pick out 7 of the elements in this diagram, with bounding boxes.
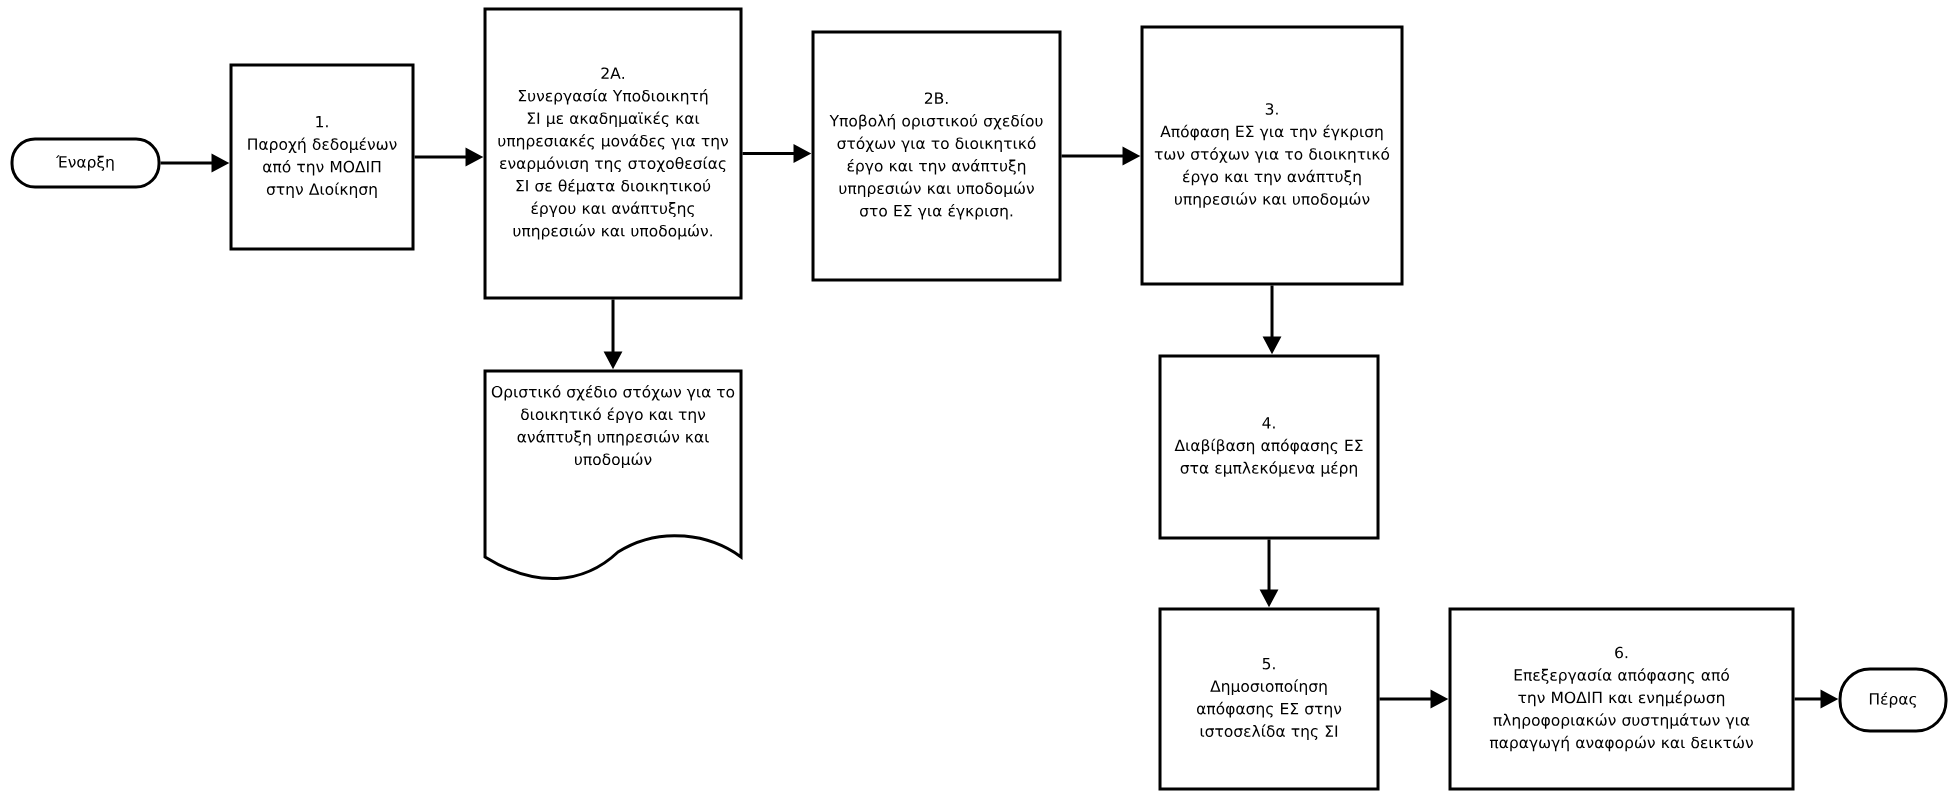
process-box: 5. Δημοσιοποίηση απόφασης ΕΣ στην ιστοσελίδα της ΣΙ xyxy=(1158,607,1380,791)
process-box: 6. Επεξεργασία απόφασης από την ΜΟΔΙΠ και ενημέρωση πληροφοριακών συστημάτων για παραγωγή αναφορών και δεικτών xyxy=(1448,607,1795,791)
process-box: 4. Διαβίβαση απόφασης ΕΣ στα εμπλεκόμενα μέρη xyxy=(1158,354,1380,540)
process-box: 1. Παροχή δεδομένων από την ΜΟΔΙΠ στην Διοίκηση xyxy=(229,63,415,251)
process-box: 2Α. Συνεργασία Υποδιοικητή ΣΙ με ακαδημαϊκές και υπηρεσιακές μονάδες για την εναρμόνιση της στοχοθεσίας ΣΙ σε θέματα διοικητικού έργου και ανάπτυξης υπηρεσιών και υποδομών. xyxy=(483,7,743,300)
process-box: 3. Απόφαση ΕΣ για την έγκριση των στόχων για το διοικητικό έργο και την ανάπτυξη υπηρεσιών και υποδομών xyxy=(1140,25,1404,286)
process-box: 2Β. Υποβολή οριστικού σχεδίου στόχων για το διοικητικό έργο και την ανάπτυξη υπηρεσιών και υποδομών στο ΕΣ για έγκριση. xyxy=(811,30,1062,282)
